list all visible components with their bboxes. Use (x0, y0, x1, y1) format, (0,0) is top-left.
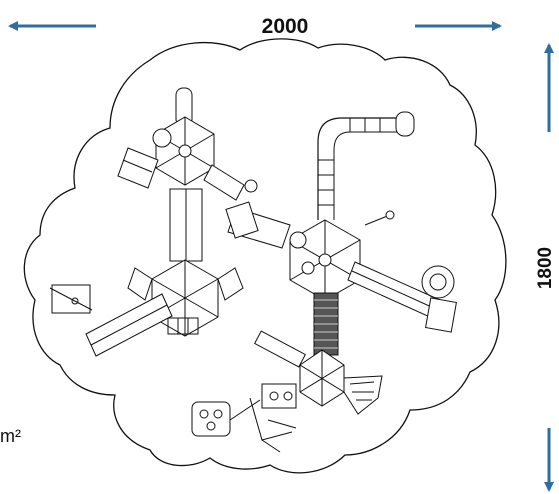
play-panel-bottom (191, 401, 231, 437)
height-label: 1800 (535, 247, 556, 289)
wing-right (343, 375, 383, 415)
equipment-layout (49, 87, 457, 453)
area-unit-label: m² (0, 426, 21, 446)
ramp-upper (203, 164, 245, 201)
entry-ladder (51, 284, 91, 314)
panel-left-wing (117, 147, 159, 189)
width-label: 2000 (262, 15, 309, 38)
net-climber (249, 397, 297, 453)
safety-zone-outline (23, 38, 507, 474)
tube-slide (317, 117, 408, 220)
